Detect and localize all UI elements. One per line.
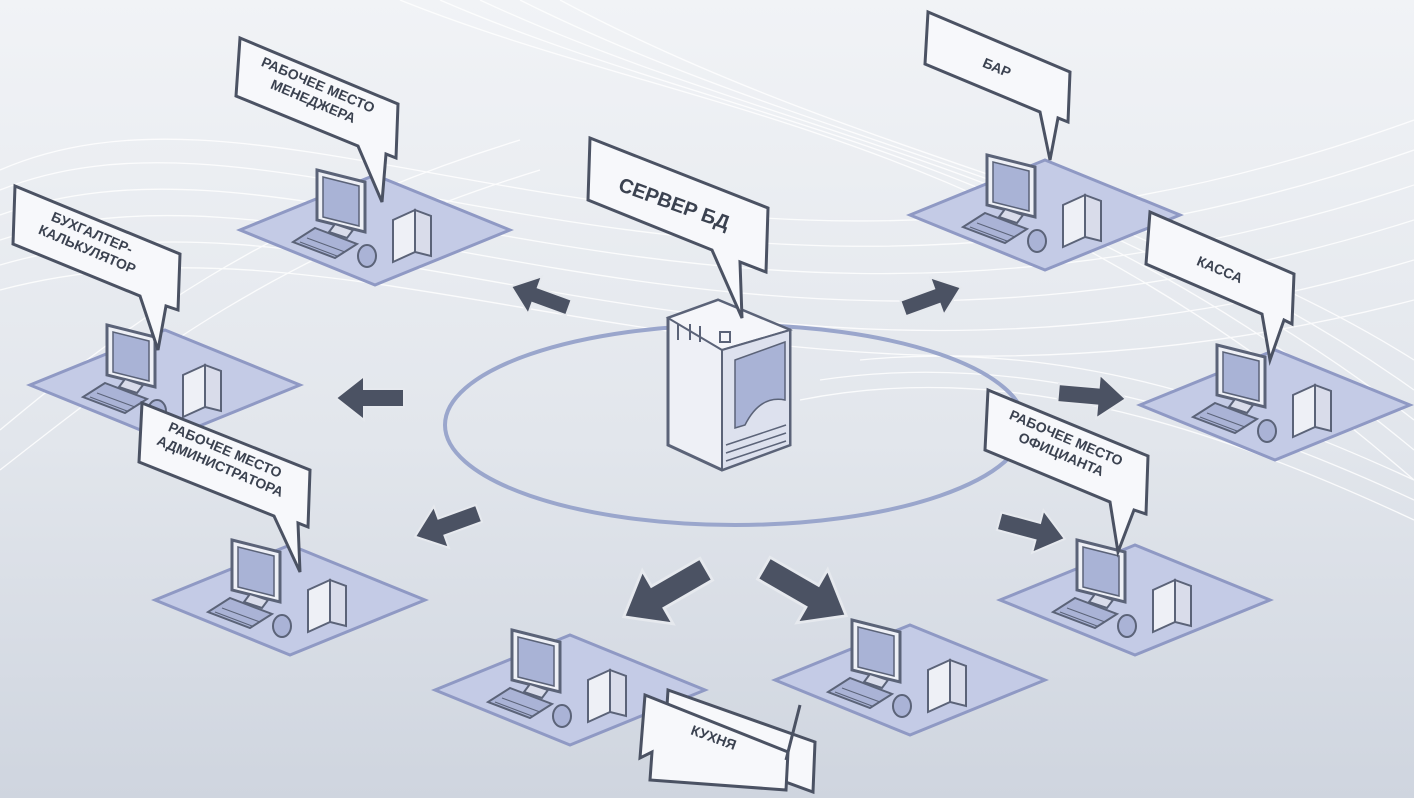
arrow-to-waiter	[992, 498, 1072, 562]
arrow-to-admin	[406, 491, 488, 559]
database-server	[665, 298, 793, 472]
workstation-waiter	[998, 538, 1272, 657]
callout-accountant: БУХГАЛТЕР- КАЛЬКУЛЯТОР	[11, 183, 182, 351]
callout-bar: БАР	[923, 9, 1072, 161]
workstation-kitchen-right	[773, 618, 1047, 737]
callout-kitchen: КУХНЯ	[638, 687, 817, 795]
workstation-admin	[153, 538, 427, 657]
arrow-to-accountant	[335, 375, 405, 421]
arrow-to-kitchen-right	[746, 540, 864, 644]
arrow-to-manager	[503, 267, 577, 327]
arrow-to-bar	[895, 268, 969, 328]
callout-cashier: КАССА	[1144, 209, 1296, 366]
arrow-to-cashier	[1055, 370, 1129, 422]
arrow-to-kitchen-left	[606, 541, 724, 645]
